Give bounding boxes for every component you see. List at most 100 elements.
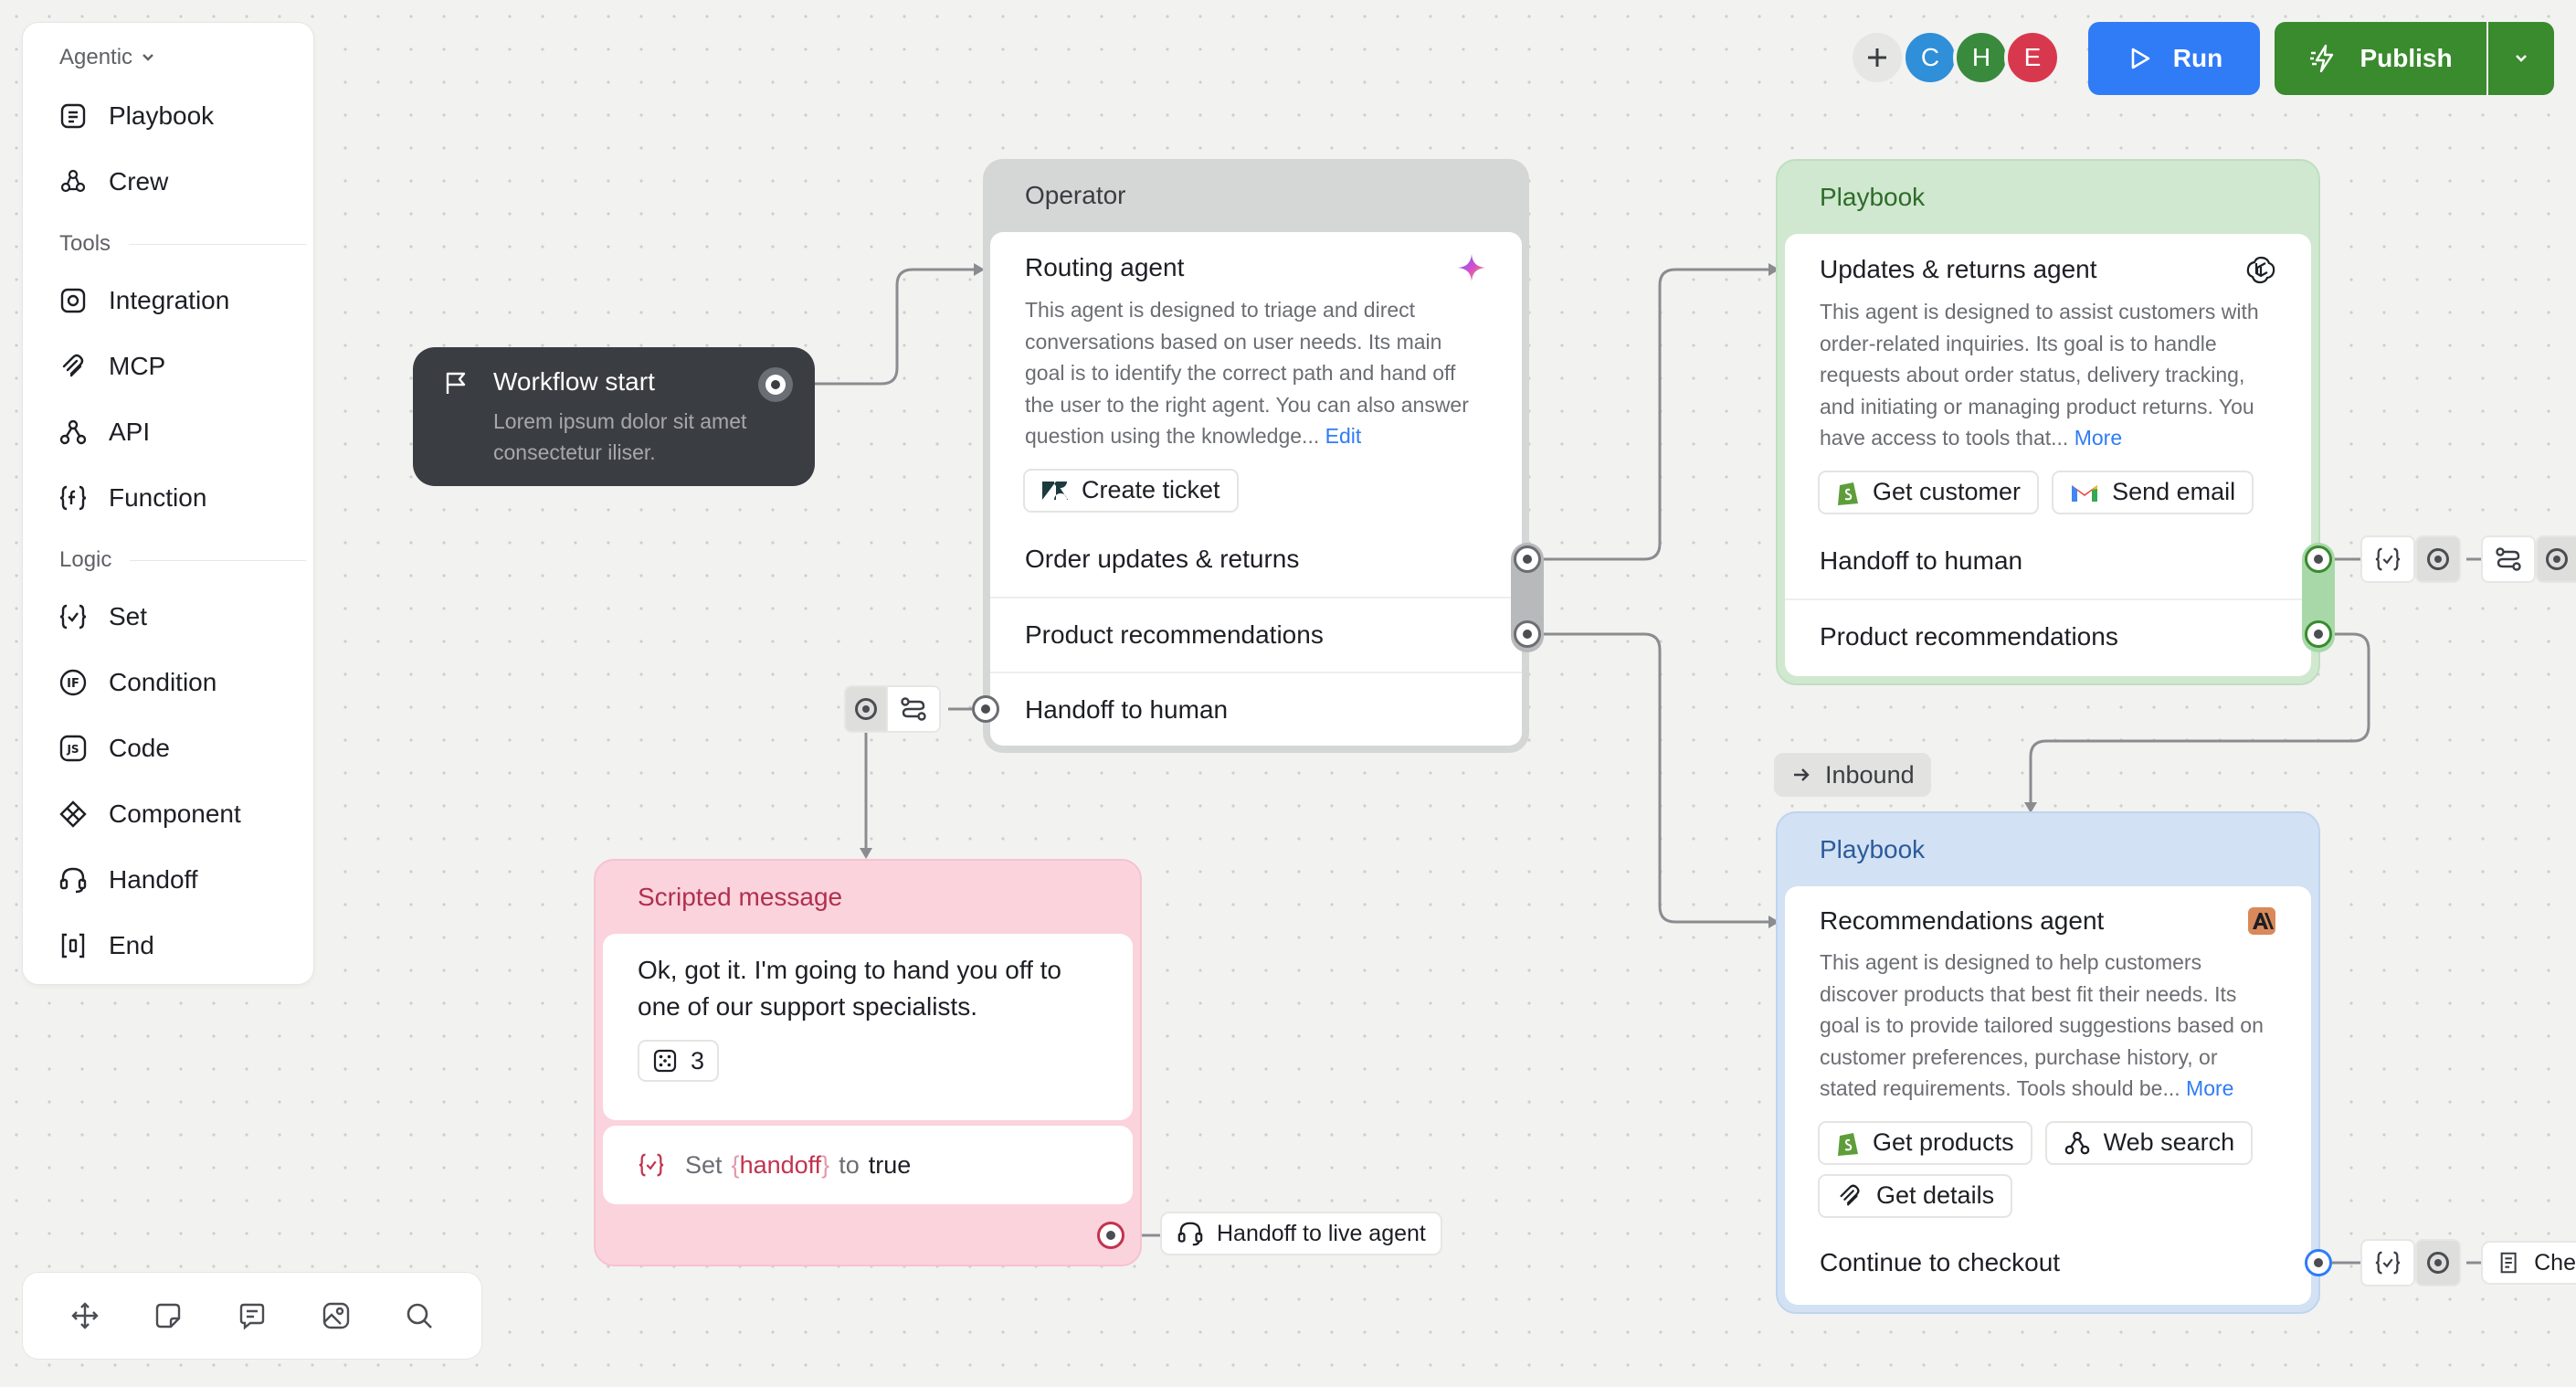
route-order-updates[interactable]: Order updates & returns [1025, 544, 1300, 573]
add-collaborator-button[interactable] [1849, 29, 1906, 86]
output-port[interactable] [972, 695, 999, 723]
tool-chip-get-products[interactable]: Get products [1818, 1120, 2032, 1165]
agent-title: Updates & returns agent [1820, 255, 2097, 283]
crew-icon [58, 166, 89, 197]
playbook-updates-node[interactable]: Playbook Updates & returns agent This ag… [1776, 159, 2320, 685]
agent-description: This agent is designed to triage and dir… [1025, 298, 1469, 448]
condition-step-button[interactable] [2481, 535, 2536, 583]
tool-chip-web-search[interactable]: Web search [2044, 1120, 2254, 1165]
mcp-icon [1840, 1184, 1860, 1205]
set-variable-step[interactable] [2360, 535, 2415, 583]
agent-title: Routing agent [1025, 253, 1185, 281]
step-port-box[interactable] [2415, 535, 2461, 583]
start-output-port[interactable] [758, 367, 793, 402]
agent-description: This agent is designed to help customers… [1820, 950, 2264, 1100]
tool-chip-send-email[interactable]: Send email [2052, 470, 2254, 514]
set-variable-icon [58, 601, 89, 632]
route-handoff-human[interactable]: Handoff to human [990, 671, 1522, 746]
start-description: Lorem ipsum dolor sit amet consectetur i… [493, 409, 747, 464]
code-icon: JS [58, 733, 89, 764]
section-header-agentic[interactable]: Agentic [59, 39, 306, 76]
output-port[interactable] [1514, 545, 1541, 573]
avatar[interactable]: H [1953, 29, 2010, 86]
agent-description: This agent is designed to assist custome… [1820, 300, 2259, 450]
sidebar-item-set[interactable]: Set [58, 591, 304, 642]
avatar[interactable]: E [2004, 29, 2061, 86]
section-header-logic: Logic [59, 542, 306, 578]
condition-icon: IF [58, 667, 89, 698]
tool-chip-create-ticket[interactable]: Create ticket [1023, 468, 1239, 513]
canvas-toolbar [22, 1272, 482, 1360]
move-tool-button[interactable] [63, 1294, 107, 1338]
edit-link[interactable]: Edit [1325, 424, 1362, 448]
set-variable-icon [639, 1153, 664, 1177]
more-link[interactable]: More [2186, 1076, 2234, 1100]
comment-button[interactable] [230, 1294, 274, 1338]
svg-text:IF: IF [67, 677, 79, 691]
set-variable-row[interactable]: Set {handoff} to true [603, 1126, 1133, 1204]
sidebar-item-crew[interactable]: Crew [58, 156, 304, 207]
sidebar-item-playbook[interactable]: Playbook [58, 90, 304, 142]
step-port-box[interactable] [2536, 535, 2576, 583]
sticky-note-button[interactable] [146, 1294, 190, 1338]
node-palette-sidebar: Agentic Playbook Crew Tools Integration … [22, 22, 314, 985]
operator-node[interactable]: Operator Routing agent This agent is des… [983, 159, 1529, 753]
node-header: Playbook [1820, 183, 1926, 211]
set-variable-step[interactable] [2360, 1239, 2415, 1286]
headset-icon [58, 864, 89, 895]
workflow-start-node[interactable]: Workflow start Lorem ipsum dolor sit ame… [413, 347, 815, 486]
sidebar-item-end[interactable]: End [58, 920, 304, 971]
sidebar-item-mcp[interactable]: MCP [58, 341, 304, 392]
step-port-box[interactable] [2415, 1239, 2461, 1286]
search-button[interactable] [397, 1294, 441, 1338]
set-variable-icon [2375, 1251, 2401, 1275]
sidebar-item-api[interactable]: API [58, 407, 304, 458]
arrow-right-icon [1794, 768, 1810, 781]
section-header-tools: Tools [59, 226, 306, 262]
mcp-icon [58, 351, 89, 382]
scripted-message-node[interactable]: Scripted message Ok, got it. I'm going t… [594, 859, 1142, 1266]
step-port-box[interactable] [844, 685, 888, 733]
sidebar-item-handoff[interactable]: Handoff [58, 854, 304, 905]
handoff-live-agent-step[interactable]: Handoff to live agent [1160, 1212, 1442, 1255]
route-product-recommendations[interactable]: Product recommendations [990, 596, 1522, 672]
variable-name: handoff [739, 1150, 822, 1179]
output-port[interactable] [2305, 545, 2332, 573]
chevron-down-icon [143, 54, 153, 61]
message-variants-chip[interactable]: 3 [638, 1040, 720, 1082]
sticky-note-icon [156, 1303, 181, 1329]
sidebar-item-function[interactable]: Function [58, 472, 304, 524]
more-link[interactable]: More [2074, 426, 2123, 450]
move-icon [71, 1302, 99, 1329]
openai-icon [2246, 256, 2275, 284]
playbook-recommendations-node[interactable]: Playbook Recommendations agent This agen… [1776, 811, 2320, 1314]
run-button[interactable]: Run [2088, 22, 2260, 95]
node-header: Playbook [1820, 835, 1926, 863]
output-port[interactable] [2305, 1249, 2332, 1276]
shopify-icon [1838, 1132, 1858, 1156]
sidebar-item-component[interactable]: Component [58, 789, 304, 840]
output-port[interactable] [1097, 1222, 1124, 1249]
output-port[interactable] [1514, 620, 1541, 648]
publish-button[interactable]: Publish [2275, 22, 2486, 95]
tool-chip-get-customer[interactable]: Get customer [1818, 470, 2040, 514]
sidebar-item-condition[interactable]: IF Condition [58, 657, 304, 708]
gmail-icon [2072, 484, 2098, 502]
scripted-message-text: Ok, got it. I'm going to hand you off to… [638, 956, 1061, 1021]
shopify-icon [1838, 482, 1858, 505]
headset-icon [1177, 1222, 1203, 1246]
route-continue-checkout[interactable]: Continue to checkout [1820, 1247, 2061, 1276]
play-icon [2131, 48, 2150, 69]
avatar[interactable]: C [1902, 29, 1958, 86]
publish-options-button[interactable] [2488, 22, 2554, 95]
image-button[interactable] [314, 1294, 358, 1338]
sidebar-item-integration[interactable]: Integration [58, 275, 304, 326]
dice-icon [653, 1049, 677, 1073]
tool-chip-get-details[interactable]: Get details [1818, 1173, 2013, 1218]
checkout-step[interactable]: Che [2481, 1241, 2576, 1285]
route-handoff-human[interactable]: Handoff to human [1820, 545, 2023, 575]
route-product-recommendations[interactable]: Product recommendations [1785, 598, 2311, 673]
output-port[interactable] [2305, 620, 2332, 648]
condition-step-button[interactable] [886, 685, 941, 733]
sidebar-item-code[interactable]: JS Code [58, 723, 304, 774]
